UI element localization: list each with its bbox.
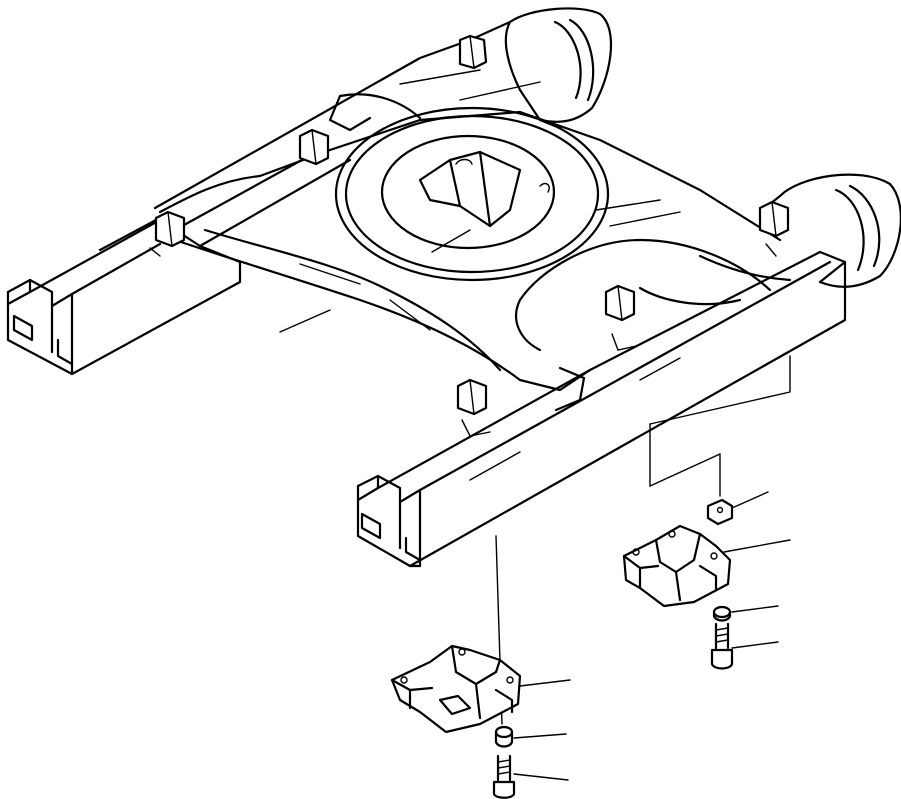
boss-mid-left — [298, 128, 330, 166]
leader-bolt-right — [731, 641, 779, 649]
bolt-right — [710, 622, 734, 670]
track-frame — [6, 7, 901, 568]
leader-guard-bracket-left — [519, 679, 571, 687]
left-guard-assembly — [390, 535, 522, 799]
boss-right-upper — [758, 200, 790, 257]
cap-plate-upper — [706, 498, 734, 526]
boss-left — [149, 210, 186, 257]
boss-upper — [458, 34, 488, 70]
leader-cap-plate-upper — [731, 491, 769, 509]
leader-bolt-left — [513, 773, 569, 781]
leader-spacer-right — [731, 605, 779, 613]
leader-spacer-left — [513, 733, 567, 739]
right-guard-assembly — [622, 355, 791, 670]
callout-leaders — [513, 491, 791, 781]
boss-center-right — [604, 284, 637, 351]
bolt-left — [492, 754, 516, 799]
guard-bracket-right — [622, 524, 732, 608]
guard-bracket-left — [390, 644, 522, 734]
spacer-right — [712, 605, 732, 622]
spacer-left — [494, 725, 514, 748]
leader-guard-bracket-right — [723, 539, 791, 553]
boss-lower — [456, 378, 491, 437]
